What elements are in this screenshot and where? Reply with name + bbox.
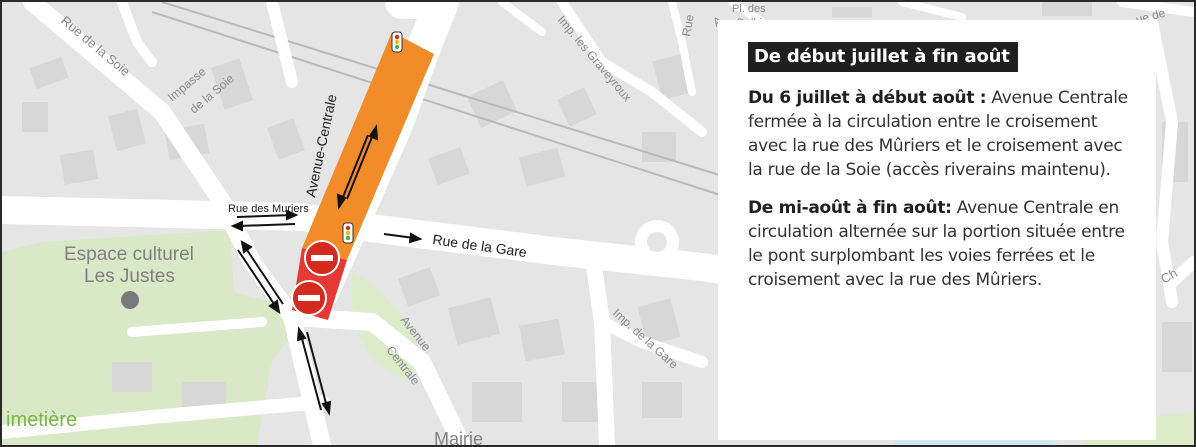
arrow-icon — [383, 233, 415, 239]
label-rue-des-muriers: Rue des Muriers — [228, 203, 309, 215]
arrow-icon — [237, 223, 296, 227]
arrow-icon — [306, 331, 328, 408]
arrow-icon — [346, 131, 375, 200]
roundabout-center — [647, 232, 667, 252]
label-rue-top: Rue — [679, 13, 697, 37]
period-heading: De mi-août à fin août: — [748, 198, 952, 218]
no-entry-icon — [304, 240, 340, 276]
arrow-icon — [237, 249, 277, 308]
place-marker-icon — [121, 291, 139, 309]
arrow-head-icon — [240, 240, 253, 254]
arrow-head-icon — [268, 299, 281, 315]
traffic-light-icon — [342, 222, 354, 244]
traffic-arrows — [230, 124, 423, 416]
label-top-pl: Pl. des — [732, 3, 766, 15]
label-mairie: Mairie — [434, 429, 483, 445]
arrow-head-icon — [321, 400, 332, 416]
label-cimetiere: imetière — [6, 409, 77, 431]
period-alternating: De mi-août à fin août: Avenue Centrale e… — [748, 196, 1138, 292]
railway — [151, 2, 743, 203]
panel-title: De début juillet à fin août — [748, 42, 1018, 72]
arrow-head-icon — [368, 124, 379, 141]
arrow-head-icon — [336, 193, 347, 210]
arrow-head-icon — [230, 220, 243, 232]
info-panel: De début juillet à fin août Du 6 juillet… — [718, 20, 1156, 440]
period-text: Avenue Centrale en circulation alternée … — [748, 198, 1125, 290]
period-text: Avenue Centrale fermée à la circulation … — [748, 88, 1128, 180]
arrow-icon — [300, 334, 322, 411]
traffic-light-icon — [391, 31, 403, 53]
arrow-icon — [236, 214, 293, 218]
no-entry-icon — [291, 280, 327, 316]
label-ch-right: Ch — [1158, 265, 1180, 286]
arrow-icon — [340, 134, 369, 203]
buildings — [22, 2, 1192, 422]
arrow-head-icon — [286, 209, 299, 221]
label-espace-2: Les Justes — [84, 266, 175, 287]
arrow-head-icon — [408, 232, 423, 244]
label-espace-1: Espace culturel — [64, 244, 194, 265]
period-closure: Du 6 juillet à début août : Avenue Centr… — [748, 86, 1138, 182]
arrow-head-icon — [296, 326, 307, 342]
arrow-icon — [244, 246, 284, 305]
period-heading: Du 6 juillet à début août : — [748, 88, 987, 108]
